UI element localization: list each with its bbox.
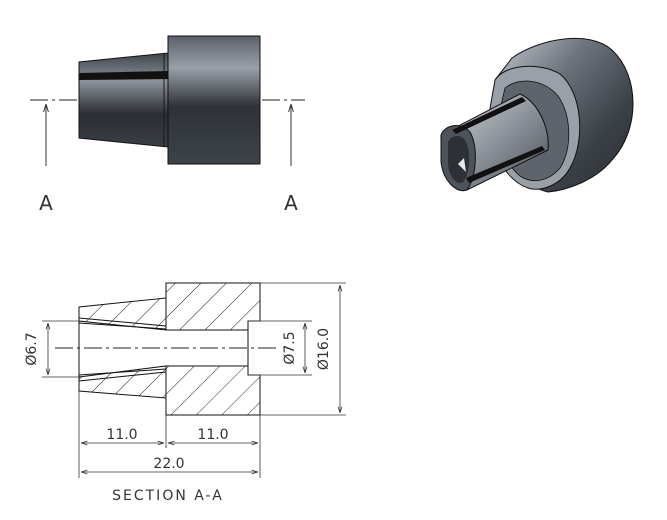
isometric-view: [440, 38, 634, 193]
front-nose: [78, 52, 169, 148]
front-view: A A: [30, 35, 305, 215]
dim-bore-diameter: Ø6.7: [24, 332, 40, 365]
section-hatch-upper: [165, 282, 261, 331]
section-label-right: A: [284, 191, 298, 215]
section-view: Ø6.7 Ø7.5 Ø16.0 11.0 11.0 22.0 SECTION A…: [24, 282, 346, 504]
dim-counterbore-diameter: Ø7.5: [282, 331, 298, 364]
section-hatch-lower: [165, 365, 261, 416]
iso-slot-top: [452, 97, 526, 134]
section-label-left: A: [39, 191, 53, 215]
dim-outer-diameter: Ø16.0: [316, 328, 332, 370]
dim-body-length: 11.0: [197, 427, 228, 443]
section-title: SECTION A-A: [112, 488, 224, 504]
iso-slot-bottom: [466, 146, 545, 183]
dim-nose-length: 11.0: [106, 427, 137, 443]
dim-overall-length: 22.0: [153, 456, 184, 472]
section-nose-lower: [78, 365, 167, 399]
front-slot: [79, 71, 168, 80]
front-body: [167, 35, 261, 165]
